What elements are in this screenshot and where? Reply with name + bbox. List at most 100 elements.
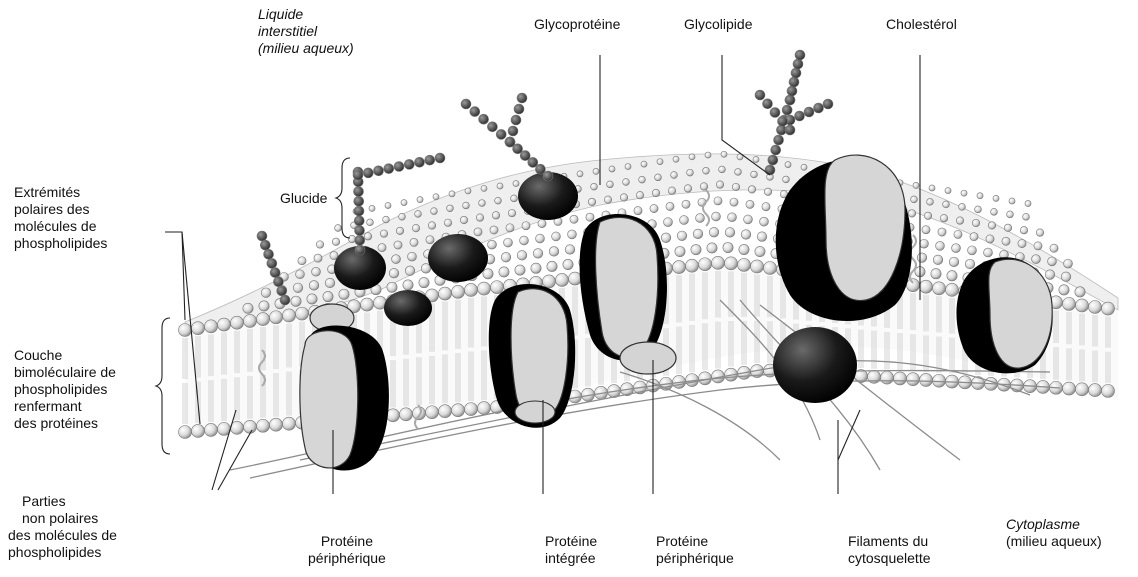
phospholipid-head <box>508 126 518 136</box>
phospholipid-head <box>785 95 795 105</box>
phospholipid-head <box>501 252 511 262</box>
phospholipid-head <box>952 244 961 253</box>
phospholipid-head <box>757 232 767 242</box>
phospholipid-head <box>296 307 309 320</box>
phospholipid-head <box>634 207 642 215</box>
phospholipid-head <box>273 277 283 287</box>
phospholipid-head <box>894 372 907 385</box>
phospholipid-head <box>1048 257 1057 266</box>
phospholipid-head <box>907 373 920 386</box>
phospholipid-head <box>730 198 738 206</box>
phospholipid-head <box>673 156 679 162</box>
phospholipid-head <box>298 257 306 265</box>
phospholipid-head <box>771 145 781 155</box>
phospholipid-head <box>463 202 470 209</box>
phospholipid-head <box>977 193 983 199</box>
phospholipid-head <box>709 227 719 237</box>
phospholipid-head <box>552 232 561 241</box>
phospholipid-head <box>291 296 301 306</box>
phospholipid-head <box>748 186 756 194</box>
integral-protein-middle <box>489 284 575 428</box>
phospholipid-head <box>387 282 397 292</box>
phospholipid-head <box>691 245 701 255</box>
label-extremites-polaires: Extrémités polaires des molécules de pho… <box>14 184 107 252</box>
phospholipid-head <box>920 280 933 293</box>
phospholipid-head <box>556 273 569 286</box>
phospholipid-head <box>549 247 559 257</box>
phospholipid-head <box>1064 259 1073 268</box>
phospholipid-head <box>461 99 471 109</box>
phospholipid-head <box>620 194 628 202</box>
phospholipid-head <box>686 259 699 272</box>
phospholipid-head <box>922 226 930 234</box>
phospholipid-head <box>511 115 521 125</box>
phospholipid-head <box>517 93 527 103</box>
phospholipid-head <box>931 269 941 279</box>
phospholipid-head <box>400 408 413 421</box>
phospholipid-head <box>753 156 759 162</box>
phospholipid-head <box>444 219 452 227</box>
phospholipid-head <box>1045 270 1055 280</box>
phospholipid-head <box>943 201 950 208</box>
phospholipid-head <box>975 206 982 213</box>
phospholipid-head <box>533 249 543 259</box>
phospholipid-head <box>415 157 425 167</box>
phospholipid-head <box>296 270 305 279</box>
phospholipid-head <box>716 181 724 189</box>
phospholipid-head <box>1007 211 1014 218</box>
phospholipid-head <box>426 236 434 244</box>
phospholipid-head <box>425 155 435 165</box>
phospholipid-head <box>447 205 454 212</box>
phospholipid-head <box>1063 297 1076 310</box>
phospholipid-head <box>505 137 515 147</box>
phospholipid-head <box>439 405 452 418</box>
phospholipid-head <box>739 244 749 254</box>
phospholipid-head <box>179 426 192 439</box>
phospholipid-head <box>804 107 814 117</box>
phospholipid-head <box>609 166 615 172</box>
phospholipid-head <box>703 167 710 174</box>
integral-protein-right-large <box>773 155 912 403</box>
phospholipid-head <box>355 235 365 245</box>
phospholipid-head <box>374 166 384 176</box>
phospholipid-head <box>1063 382 1076 395</box>
phospholipid-head <box>325 278 335 288</box>
phospholipid-head <box>515 265 525 275</box>
phospholipid-head <box>478 282 491 295</box>
phospholipid-head <box>364 233 372 241</box>
phospholipid-head <box>661 233 671 243</box>
phospholipid-head <box>361 298 374 311</box>
phospholipid-head <box>413 407 426 420</box>
phospholipid-head <box>479 200 486 207</box>
phospholipid-head <box>367 219 374 226</box>
phospholipid-head <box>789 77 799 87</box>
phospholipid-head <box>707 243 717 253</box>
phospholipid-head <box>746 200 754 208</box>
phospholipid-head <box>339 289 349 299</box>
phospholipid-head <box>956 217 964 225</box>
label-cholesterol: Cholestérol <box>886 16 957 33</box>
phospholipid-head <box>511 195 518 202</box>
label-parties-non-polaires: Parties non polaires des molécules de ph… <box>8 493 117 561</box>
phospholipid-head <box>452 404 465 417</box>
phospholipid-head <box>452 285 465 298</box>
phospholipid-head <box>383 216 390 223</box>
phospholipid-head <box>354 187 364 197</box>
phospholipid-head <box>791 68 801 78</box>
phospholipid-head <box>497 183 503 189</box>
phospholipid-head <box>470 107 480 117</box>
label-glycoproteine: Glycoprotéine <box>534 16 620 33</box>
phospholipid-head <box>260 240 270 250</box>
phospholipid-head <box>655 174 662 181</box>
phospholipid-head <box>426 406 439 419</box>
phospholipid-head <box>946 283 959 296</box>
phospholipid-head <box>479 114 489 124</box>
phospholipid-head <box>1089 384 1102 397</box>
phospholipid-head <box>577 171 583 177</box>
phospholipid-head <box>387 409 400 422</box>
phospholipid-head <box>283 309 296 322</box>
phospholipid-head <box>675 246 685 256</box>
phospholipid-head <box>1075 287 1085 297</box>
phospholipid-head <box>652 189 660 197</box>
